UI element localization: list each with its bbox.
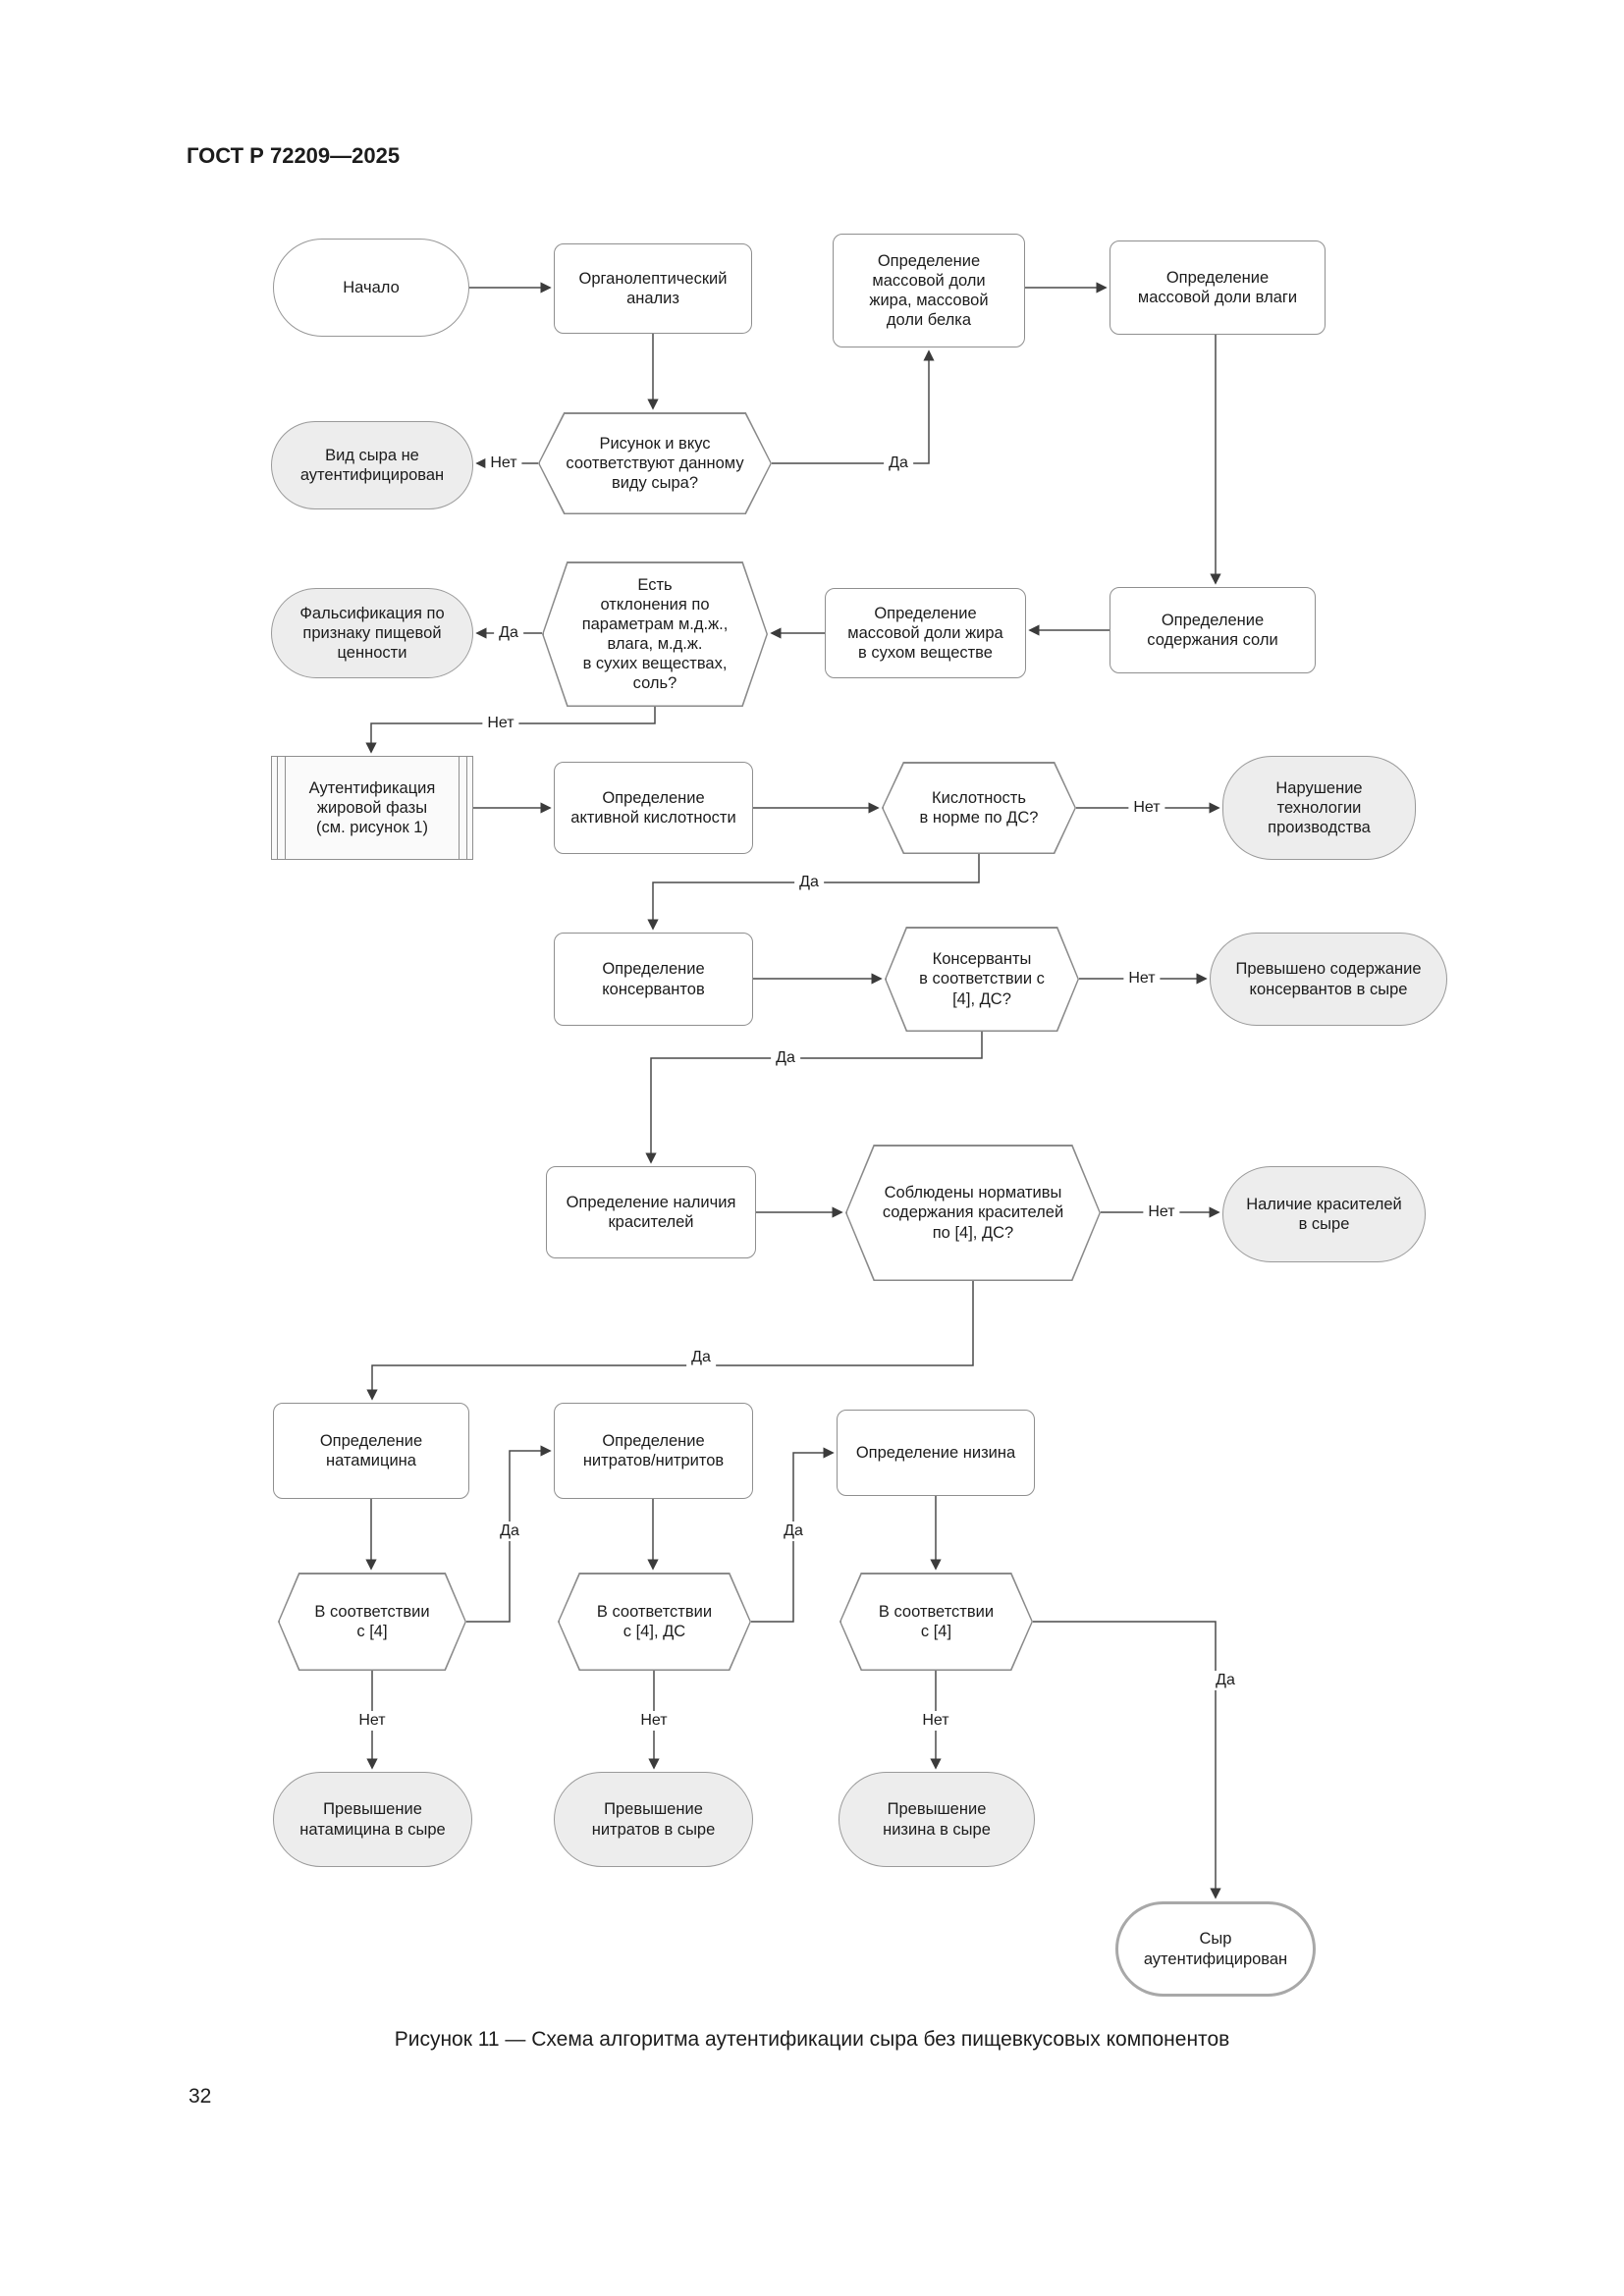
page-number: 32 bbox=[189, 2085, 212, 2108]
node-label: Начало bbox=[343, 278, 400, 296]
process-nitrates: Определение нитратов/нитритов bbox=[554, 1403, 753, 1499]
node-label: Определение массовой доли жира в сухом в… bbox=[847, 604, 1003, 663]
node-label: В соответствии с [4] bbox=[314, 1602, 430, 1640]
node-label: В соответствии с [4] bbox=[878, 1602, 995, 1640]
node-label: Нарушение технологии производства bbox=[1268, 778, 1371, 837]
node-label: Соблюдены нормативы содержания красителе… bbox=[882, 1184, 1064, 1242]
predefined-process-bar-right bbox=[459, 757, 467, 859]
predefined-process-bar-left bbox=[277, 757, 286, 859]
process-fat-protein: Определение массовой доли жира, массовой… bbox=[833, 234, 1025, 347]
node-label: Органолептический анализ bbox=[578, 269, 728, 307]
terminator-not-authenticated: Вид сыра не аутентифицирован bbox=[271, 421, 473, 509]
terminator-technology-violation: Нарушение технологии производства bbox=[1222, 756, 1416, 860]
connector-qdyes-natamycin bbox=[366, 1281, 974, 1401]
node-label: Кислотность в норме по ДС? bbox=[919, 788, 1039, 827]
decision-dyes: Соблюдены нормативы содержания красителе… bbox=[845, 1145, 1101, 1281]
process-active-acidity: Определение активной кислотности bbox=[554, 762, 753, 854]
hexagon-fill bbox=[840, 1574, 1032, 1670]
edge-label-yes: Да bbox=[686, 1348, 716, 1367]
node-label: Определение активной кислотности bbox=[570, 788, 736, 827]
terminator-start: Начало bbox=[273, 239, 469, 337]
node-label: Есть отклонения по параметрам м.д.ж., вл… bbox=[581, 575, 729, 693]
edge-label-yes: Да bbox=[779, 1522, 808, 1541]
process-moisture: Определение массовой доли влаги bbox=[1110, 240, 1326, 335]
edge-label-yes: Да bbox=[771, 1048, 800, 1068]
connector-qappearance-fatprotein bbox=[772, 349, 935, 464]
node-label: Сыр аутентифицирован bbox=[1143, 1930, 1288, 1968]
terminator-falsification: Фальсификация по признаку пищевой ценнос… bbox=[271, 588, 473, 678]
connector-qpreservatives-dyes bbox=[645, 1032, 983, 1164]
node-label: Определение массовой доли жира, массовой… bbox=[869, 251, 989, 330]
edge-label-no: Нет bbox=[482, 714, 519, 733]
edge-label-no: Нет bbox=[1123, 969, 1161, 988]
terminator-nitrates-exceeded: Превышение нитратов в сыре bbox=[554, 1772, 753, 1867]
decision-acidity-normal: Кислотность в норме по ДС? bbox=[882, 762, 1076, 854]
node-label: Определение низина bbox=[855, 1443, 1016, 1462]
connector-qnisin-authenticated bbox=[1033, 1621, 1221, 1899]
node-label: Определение нитратов/нитритов bbox=[582, 1431, 725, 1469]
hexagon-fill bbox=[846, 1146, 1100, 1280]
process-dyes: Определение наличия красителей bbox=[546, 1166, 756, 1258]
edge-label-yes: Да bbox=[884, 454, 913, 473]
decision-preservatives: Консерванты в соответствии с [4], ДС? bbox=[885, 927, 1079, 1032]
node-label: Превышено содержание консервантов в сыре bbox=[1235, 960, 1422, 998]
node-label: Превышение низина в сыре bbox=[883, 1800, 991, 1839]
hexagon-fill bbox=[559, 1574, 750, 1670]
subroutine-fat-phase-authentication: Аутентификация жировой фазы (см. рисунок… bbox=[271, 756, 473, 860]
node-label: Фальсификация по признаку пищевой ценнос… bbox=[299, 604, 445, 663]
process-natamycin: Определение натамицина bbox=[273, 1403, 469, 1499]
node-label: Рисунок и вкус соответствуют данному вид… bbox=[566, 434, 744, 493]
decision-appearance-taste: Рисунок и вкус соответствуют данному вид… bbox=[538, 412, 772, 514]
edge-label-no: Нет bbox=[1128, 798, 1165, 818]
terminator-dyes-present: Наличие красителей в сыре bbox=[1222, 1166, 1426, 1262]
node-label: Определение наличия красителей bbox=[566, 1193, 736, 1231]
process-nisin: Определение низина bbox=[837, 1410, 1035, 1496]
edge-label-no: Нет bbox=[485, 454, 522, 473]
decision-nisin: В соответствии с [4] bbox=[839, 1573, 1033, 1671]
node-label: Определение массовой доли влаги bbox=[1137, 268, 1298, 306]
decision-natamycin: В соответствии с [4] bbox=[278, 1573, 466, 1671]
node-label: Определение натамицина bbox=[319, 1431, 423, 1469]
edge-label-yes: Да bbox=[495, 1522, 524, 1541]
node-label: В соответствии с [4], ДС bbox=[596, 1602, 713, 1640]
hexagon-fill bbox=[886, 928, 1078, 1031]
hexagon-fill bbox=[539, 413, 771, 513]
hexagon-fill bbox=[883, 763, 1075, 853]
decision-deviations: Есть отклонения по параметрам м.д.ж., вл… bbox=[542, 561, 768, 707]
document-header: ГОСТ Р 72209—2025 bbox=[187, 143, 401, 168]
node-label: Определение консервантов bbox=[602, 960, 705, 998]
terminator-natamycin-exceeded: Превышение натамицина в сыре bbox=[273, 1772, 472, 1867]
edge-label-no: Нет bbox=[635, 1711, 673, 1731]
edge-label-yes: Да bbox=[794, 873, 824, 892]
process-salt-content: Определение содержания соли bbox=[1110, 587, 1316, 673]
node-label: Определение содержания соли bbox=[1147, 611, 1278, 649]
node-label: Наличие красителей в сыре bbox=[1246, 1195, 1402, 1233]
node-label: Превышение нитратов в сыре bbox=[591, 1800, 716, 1839]
figure-caption: Рисунок 11 — Схема алгоритма аутентифика… bbox=[394, 2028, 1230, 2051]
hexagon-fill bbox=[279, 1574, 465, 1670]
edge-label-yes: Да bbox=[494, 623, 523, 643]
terminator-authenticated: Сыр аутентифицирован bbox=[1115, 1901, 1316, 1997]
decision-nitrates: В соответствии с [4], ДС bbox=[558, 1573, 751, 1671]
terminator-preservatives-exceeded: Превышено содержание консервантов в сыре bbox=[1210, 933, 1447, 1026]
edge-label-yes: Да bbox=[1211, 1671, 1240, 1690]
process-preservatives: Определение консервантов bbox=[554, 933, 753, 1026]
node-label: Вид сыра не аутентифицирован bbox=[299, 446, 445, 484]
terminator-nisin-exceeded: Превышение низина в сыре bbox=[839, 1772, 1035, 1867]
node-label: Консерванты в соответствии с [4], ДС? bbox=[919, 950, 1045, 1008]
node-label: Превышение натамицина в сыре bbox=[299, 1800, 446, 1839]
node-label: Аутентификация жировой фазы (см. рисунок… bbox=[308, 778, 436, 837]
edge-label-no: Нет bbox=[1143, 1202, 1180, 1222]
hexagon-fill bbox=[543, 562, 767, 706]
process-fat-dry-matter: Определение массовой доли жира в сухом в… bbox=[825, 588, 1026, 678]
process-organoleptic-analysis: Органолептический анализ bbox=[554, 243, 752, 334]
edge-label-no: Нет bbox=[353, 1711, 391, 1731]
edge-label-no: Нет bbox=[917, 1711, 954, 1731]
